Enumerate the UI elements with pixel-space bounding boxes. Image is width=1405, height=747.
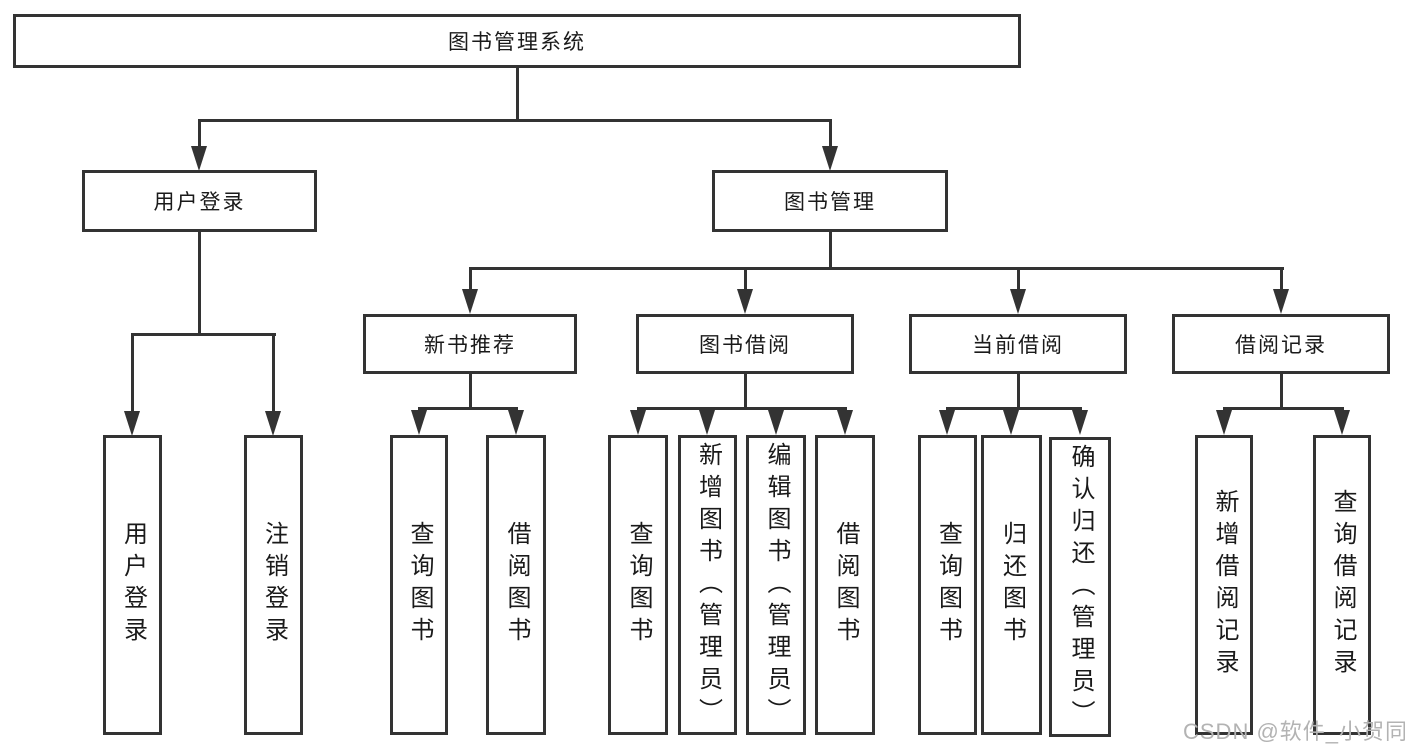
connector-line (198, 119, 201, 148)
leaf-query-book-2: 查询图书 (608, 435, 668, 735)
leaf-add-borrow-record-label: 新增借阅记录 (1211, 489, 1238, 681)
arrow-down-icon (1072, 410, 1088, 435)
leaf-borrow-book-2-label: 借阅图书 (832, 521, 859, 649)
arrow-down-icon (508, 410, 524, 435)
connector-line (829, 119, 832, 148)
node-book-management-label: 图书管理 (784, 191, 876, 214)
connector-line (131, 333, 134, 412)
connector-line (1017, 267, 1020, 291)
node-root: 图书管理系统 (13, 14, 1021, 68)
connector-line (1017, 374, 1020, 409)
connector-line (946, 407, 1082, 410)
arrow-down-icon (1003, 410, 1019, 435)
leaf-logout: 注销登录 (244, 435, 303, 735)
arrow-down-icon (124, 411, 140, 436)
node-borrow-record-label: 借阅记录 (1235, 334, 1327, 357)
arrow-down-icon (699, 410, 715, 435)
node-new-book-recommend: 新书推荐 (363, 314, 577, 374)
connector-line (198, 119, 832, 122)
connector-line (469, 267, 1284, 270)
node-user-login: 用户登录 (82, 170, 317, 232)
arrow-down-icon (939, 410, 955, 435)
node-user-login-label: 用户登录 (153, 191, 246, 214)
leaf-borrow-book-2: 借阅图书 (815, 435, 875, 735)
connector-line (1223, 407, 1344, 410)
leaf-add-borrow-record: 新增借阅记录 (1195, 435, 1253, 735)
arrow-down-icon (1334, 410, 1350, 435)
leaf-user-login: 用户登录 (103, 435, 162, 735)
arrow-down-icon (462, 289, 478, 314)
node-book-management: 图书管理 (712, 170, 948, 232)
leaf-query-book-2-label: 查询图书 (625, 521, 652, 649)
node-borrow-record: 借阅记录 (1172, 314, 1390, 374)
connector-line (272, 333, 275, 412)
node-current-borrow: 当前借阅 (909, 314, 1127, 374)
node-current-borrow-label: 当前借阅 (972, 334, 1064, 357)
leaf-confirm-return-admin: 确认归还（管理员） (1049, 437, 1111, 737)
connector-line (131, 333, 276, 336)
arrow-down-icon (265, 411, 281, 436)
leaf-confirm-return-admin-label: 确认归还（管理员） (1067, 444, 1094, 732)
leaf-query-borrow-record: 查询借阅记录 (1313, 435, 1371, 735)
leaf-edit-book-admin-label: 编辑图书（管理员） (763, 442, 790, 730)
csdn-watermark: CSDN @软件_小贺同学 (1183, 719, 1405, 744)
arrow-down-icon (822, 146, 838, 171)
connector-line (829, 232, 832, 269)
connector-line (418, 407, 518, 410)
arrow-down-icon (1010, 289, 1026, 314)
node-new-book-recommend-label: 新书推荐 (424, 334, 516, 357)
connector-line (469, 267, 472, 291)
connector-line (1280, 374, 1283, 409)
node-book-borrow: 图书借阅 (636, 314, 854, 374)
arrow-down-icon (630, 410, 646, 435)
node-book-borrow-label: 图书借阅 (699, 334, 791, 357)
leaf-user-login-label: 用户登录 (119, 521, 147, 649)
arrow-down-icon (737, 289, 753, 314)
node-root-label: 图书管理系统 (448, 31, 586, 54)
arrow-down-icon (837, 410, 853, 435)
arrow-down-icon (1273, 289, 1289, 314)
leaf-add-book-admin-label: 新增图书（管理员） (694, 442, 722, 730)
connector-line (469, 374, 472, 409)
connector-line (744, 267, 747, 291)
leaf-query-book-1: 查询图书 (390, 435, 448, 735)
connector-line (516, 68, 519, 121)
leaf-logout-label: 注销登录 (260, 521, 288, 649)
arrow-down-icon (191, 146, 207, 171)
connector-line (637, 407, 847, 410)
arrow-down-icon (768, 410, 784, 435)
leaf-return-book: 归还图书 (981, 435, 1042, 735)
leaf-add-book-admin: 新增图书（管理员） (678, 435, 737, 735)
connector-line (744, 374, 747, 409)
leaf-query-book-1-label: 查询图书 (406, 521, 433, 649)
leaf-borrow-book-1-label: 借阅图书 (503, 521, 530, 649)
leaf-query-borrow-record-label: 查询借阅记录 (1329, 489, 1356, 681)
leaf-edit-book-admin: 编辑图书（管理员） (746, 435, 806, 735)
leaf-query-book-3: 查询图书 (918, 435, 977, 735)
connector-line (198, 232, 201, 335)
arrow-down-icon (411, 410, 427, 435)
leaf-borrow-book-1: 借阅图书 (486, 435, 546, 735)
connector-line (1280, 267, 1283, 291)
leaf-query-book-3-label: 查询图书 (934, 521, 962, 649)
arrow-down-icon (1216, 410, 1232, 435)
leaf-return-book-label: 归还图书 (998, 521, 1026, 649)
